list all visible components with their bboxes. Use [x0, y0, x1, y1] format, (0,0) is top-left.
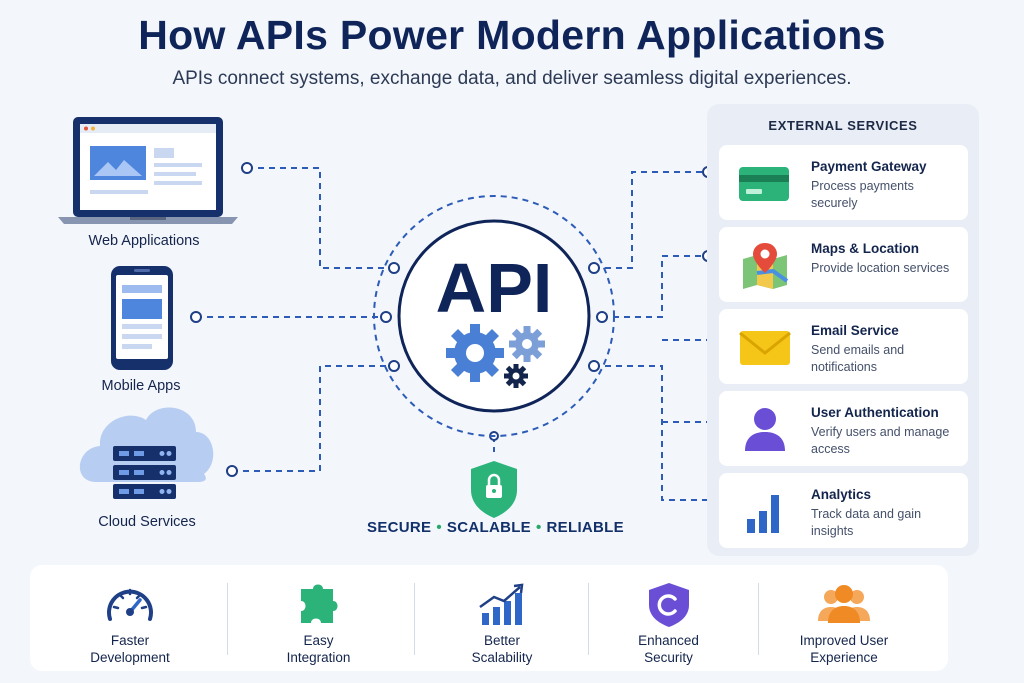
hub-outer-ring [373, 195, 615, 437]
benefit-line2: Experience [810, 650, 878, 665]
client-label-web: Web Applications [88, 233, 200, 249]
hub-tagline: SECURE•SCALABLE•RELIABLE [367, 519, 624, 536]
service-card-maps: Maps & Location Provide location service… [719, 227, 968, 302]
shield-icon [648, 583, 689, 627]
service-card-analytics: Analytics Track data and gain insights [719, 473, 968, 548]
speedometer-icon [107, 588, 153, 621]
hub-label: API [436, 249, 553, 327]
service-name: Email Service [811, 323, 899, 338]
divider [414, 583, 415, 655]
puzzle-icon [300, 584, 337, 623]
connector-nodes-left [190, 162, 400, 477]
tagline-reliable: RELIABLE [546, 519, 624, 536]
benefit-line2: Integration [286, 650, 351, 665]
divider [758, 583, 759, 655]
shield-lock-icon [471, 461, 517, 518]
envelope-icon [739, 331, 791, 365]
benefit-line1: Enhanced [638, 633, 699, 648]
benefit-line2: Development [90, 650, 170, 665]
service-desc: Verify users and manage access [811, 425, 950, 456]
connector-lines-right [493, 171, 708, 501]
external-services-title: EXTERNAL SERVICES [768, 118, 918, 133]
service-desc: Send emails and notifications [811, 343, 905, 374]
user-icon [745, 408, 785, 451]
benefit-line1: Easy [303, 633, 334, 648]
external-services-panel: EXTERNAL SERVICES Payment Gateway Proces… [707, 104, 979, 556]
cloud-server-icon [79, 407, 214, 499]
laptop-icon [58, 117, 238, 224]
service-name: Analytics [811, 487, 872, 502]
service-name: Payment Gateway [811, 159, 927, 174]
benefit-line1: Improved User [799, 633, 889, 648]
hub-circle [397, 219, 591, 413]
benefit-line1: Faster [110, 633, 150, 648]
page-subtitle: APIs connect systems, exchange data, and… [172, 68, 852, 89]
divider [227, 583, 228, 655]
service-card-payment: Payment Gateway Process payments securel… [719, 145, 968, 220]
map-pin-icon [743, 243, 789, 289]
client-label-mobile: Mobile Apps [101, 378, 181, 394]
client-label-cloud: Cloud Services [98, 514, 196, 530]
service-name: User Authentication [811, 405, 939, 420]
page-title: How APIs Power Modern Applications [138, 12, 886, 58]
tagline-secure: SECURE [367, 519, 432, 536]
credit-card-icon [739, 167, 789, 201]
benefit-line2: Scalability [471, 650, 533, 665]
service-card-auth: User Authentication Verify users and man… [719, 391, 968, 466]
connector-lines-left [196, 167, 394, 472]
tagline-scalable: SCALABLE [446, 519, 531, 536]
service-desc: Provide location services [811, 261, 950, 275]
gears-icon [446, 324, 545, 388]
divider [588, 583, 589, 655]
service-desc: Track data and gain insights [811, 507, 922, 538]
service-card-email: Email Service Send emails and notificati… [719, 309, 968, 384]
users-icon [818, 585, 870, 623]
growth-chart-icon [479, 583, 524, 625]
bar-chart-icon [747, 495, 779, 533]
service-desc: Process payments securely [811, 179, 914, 210]
service-name: Maps & Location [811, 241, 920, 256]
benefit-line1: Better [483, 633, 521, 648]
benefit-line2: Security [644, 650, 693, 665]
smartphone-icon [111, 266, 173, 370]
